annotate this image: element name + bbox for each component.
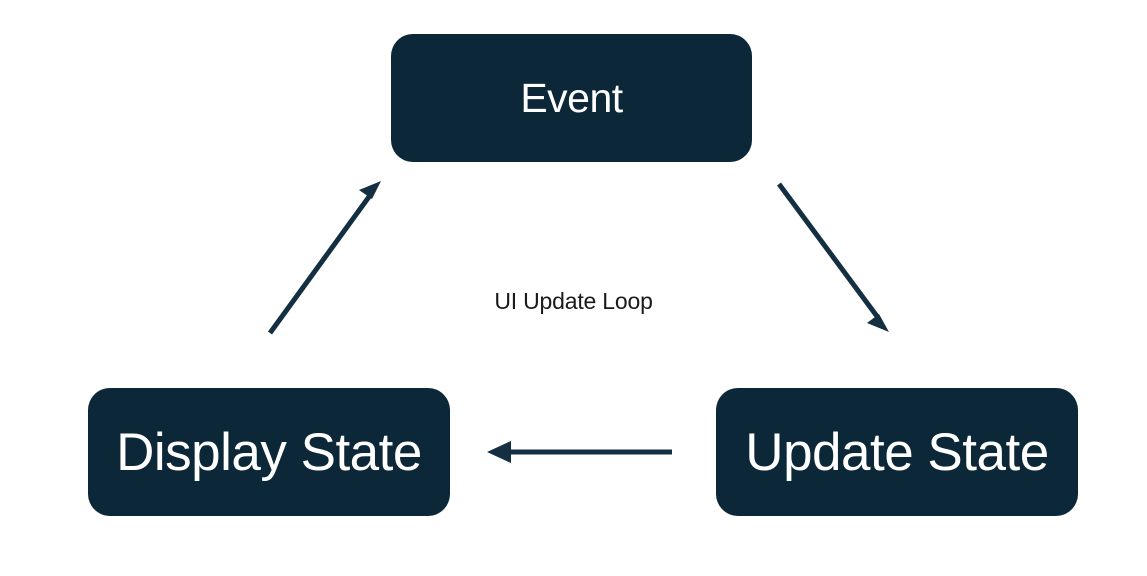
arrow-update-state-to-display-state xyxy=(487,441,672,463)
node-display-state-label: Display State xyxy=(116,422,422,482)
node-event-label: Event xyxy=(520,74,623,121)
node-display-state[interactable]: Display State xyxy=(88,388,450,516)
loop-center-label: UI Update Loop xyxy=(494,288,653,314)
node-update-state-label: Update State xyxy=(745,422,1049,482)
node-event[interactable]: Event xyxy=(391,34,752,162)
node-update-state[interactable]: Update State xyxy=(716,388,1078,516)
